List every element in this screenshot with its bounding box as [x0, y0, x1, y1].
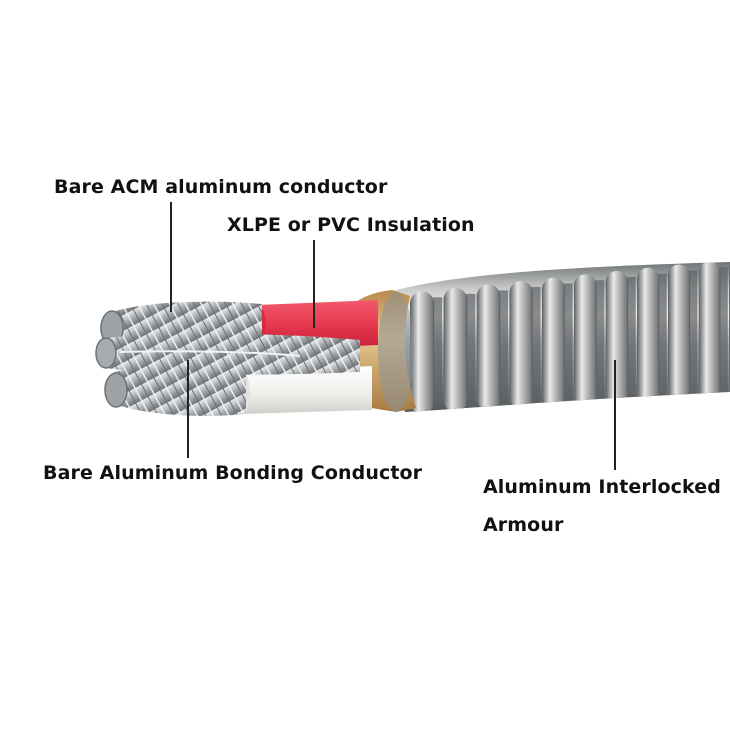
armour-rib [605, 270, 629, 403]
armour-groove [595, 280, 605, 399]
armour-groove [563, 283, 573, 401]
white-insulated-conductor [104, 366, 372, 416]
armour-rib [667, 264, 691, 400]
armour-rib [636, 267, 660, 402]
armour-groove [688, 270, 698, 394]
armour-rib [541, 277, 565, 407]
armour-rib [573, 274, 597, 405]
armour-groove [432, 297, 443, 408]
armour-sheath [365, 262, 730, 412]
label-armour-line2: Armour [483, 514, 564, 536]
label-armour-line1: Aluminum Interlocked [483, 476, 721, 498]
leader-lines [170, 202, 616, 470]
armour-groove [498, 290, 509, 404]
armour-rib [509, 280, 533, 409]
armour-groove [719, 267, 728, 392]
bare-bonding-conductor [95, 333, 360, 375]
armour-rib [410, 291, 435, 412]
armour-groove [626, 276, 636, 397]
armour-groove [466, 293, 476, 406]
armour-rib [476, 284, 501, 410]
armour-groove [531, 286, 541, 403]
label-bonding-conductor: Bare Aluminum Bonding Conductor [43, 462, 423, 484]
label-insulation: XLPE or PVC Insulation [227, 214, 475, 236]
label-acm-conductor: Bare ACM aluminum conductor [54, 176, 388, 198]
armour-rib [698, 262, 721, 398]
armour-rib [443, 287, 468, 412]
armour-groove [658, 273, 667, 396]
